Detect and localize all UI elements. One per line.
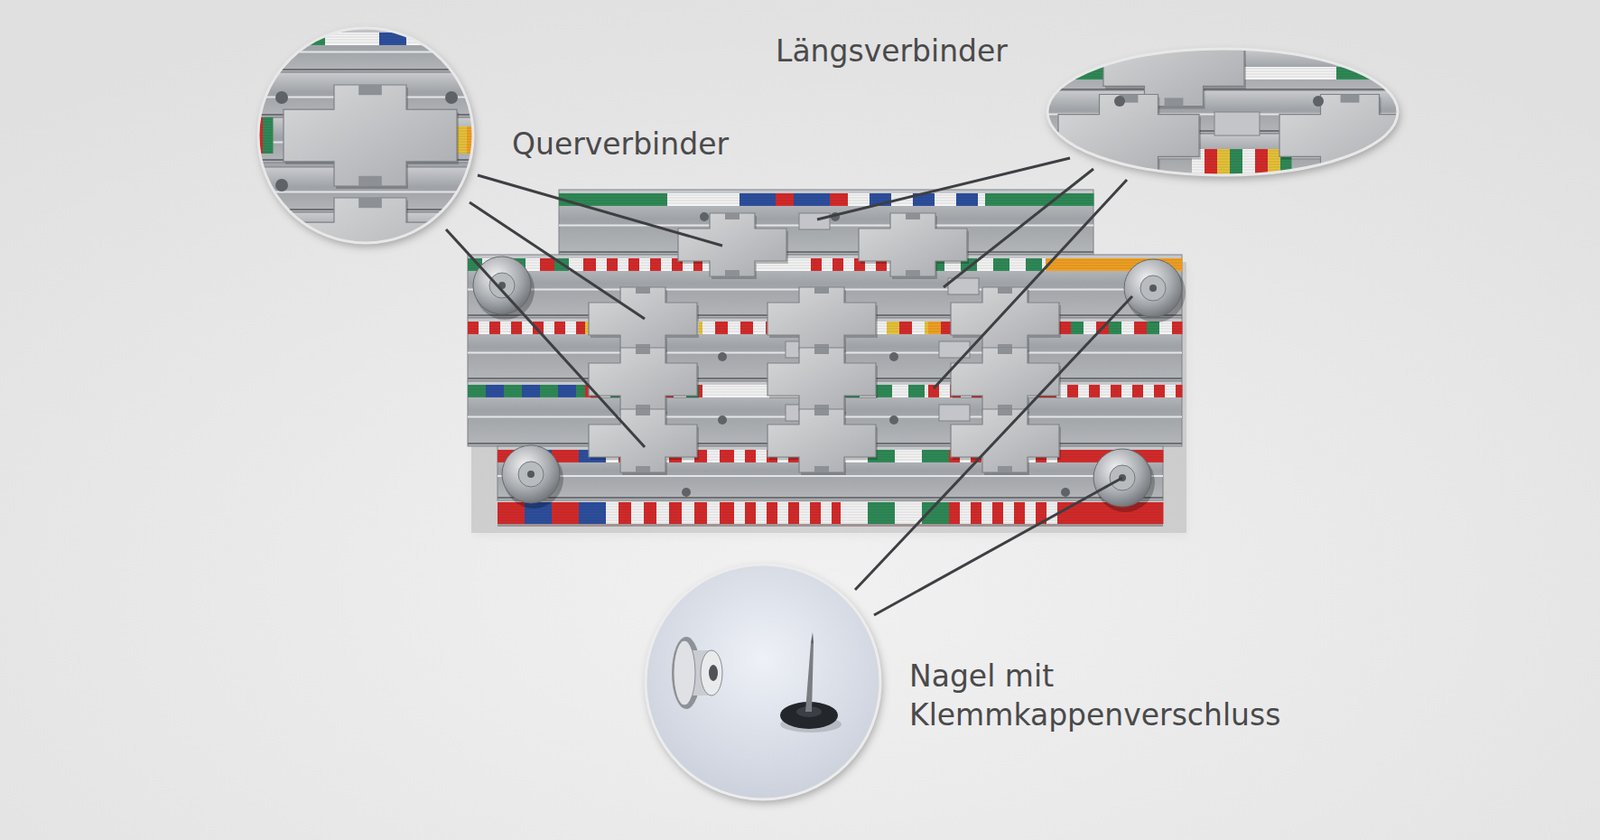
detail-inset-cross-connector	[252, 22, 480, 302]
part-label: Nagel mit Klemmkappenverschluss	[909, 657, 1307, 735]
detail-inset-longitudinal-connector	[1047, 24, 1423, 180]
detail-inset-nail-clamp-cap	[645, 564, 881, 800]
leader-lines	[446, 158, 1133, 615]
part-label: Querverbinder	[511, 125, 729, 165]
ribbon-bar-assembly	[467, 189, 1187, 533]
part-label: Längsverbinder	[775, 32, 1008, 72]
